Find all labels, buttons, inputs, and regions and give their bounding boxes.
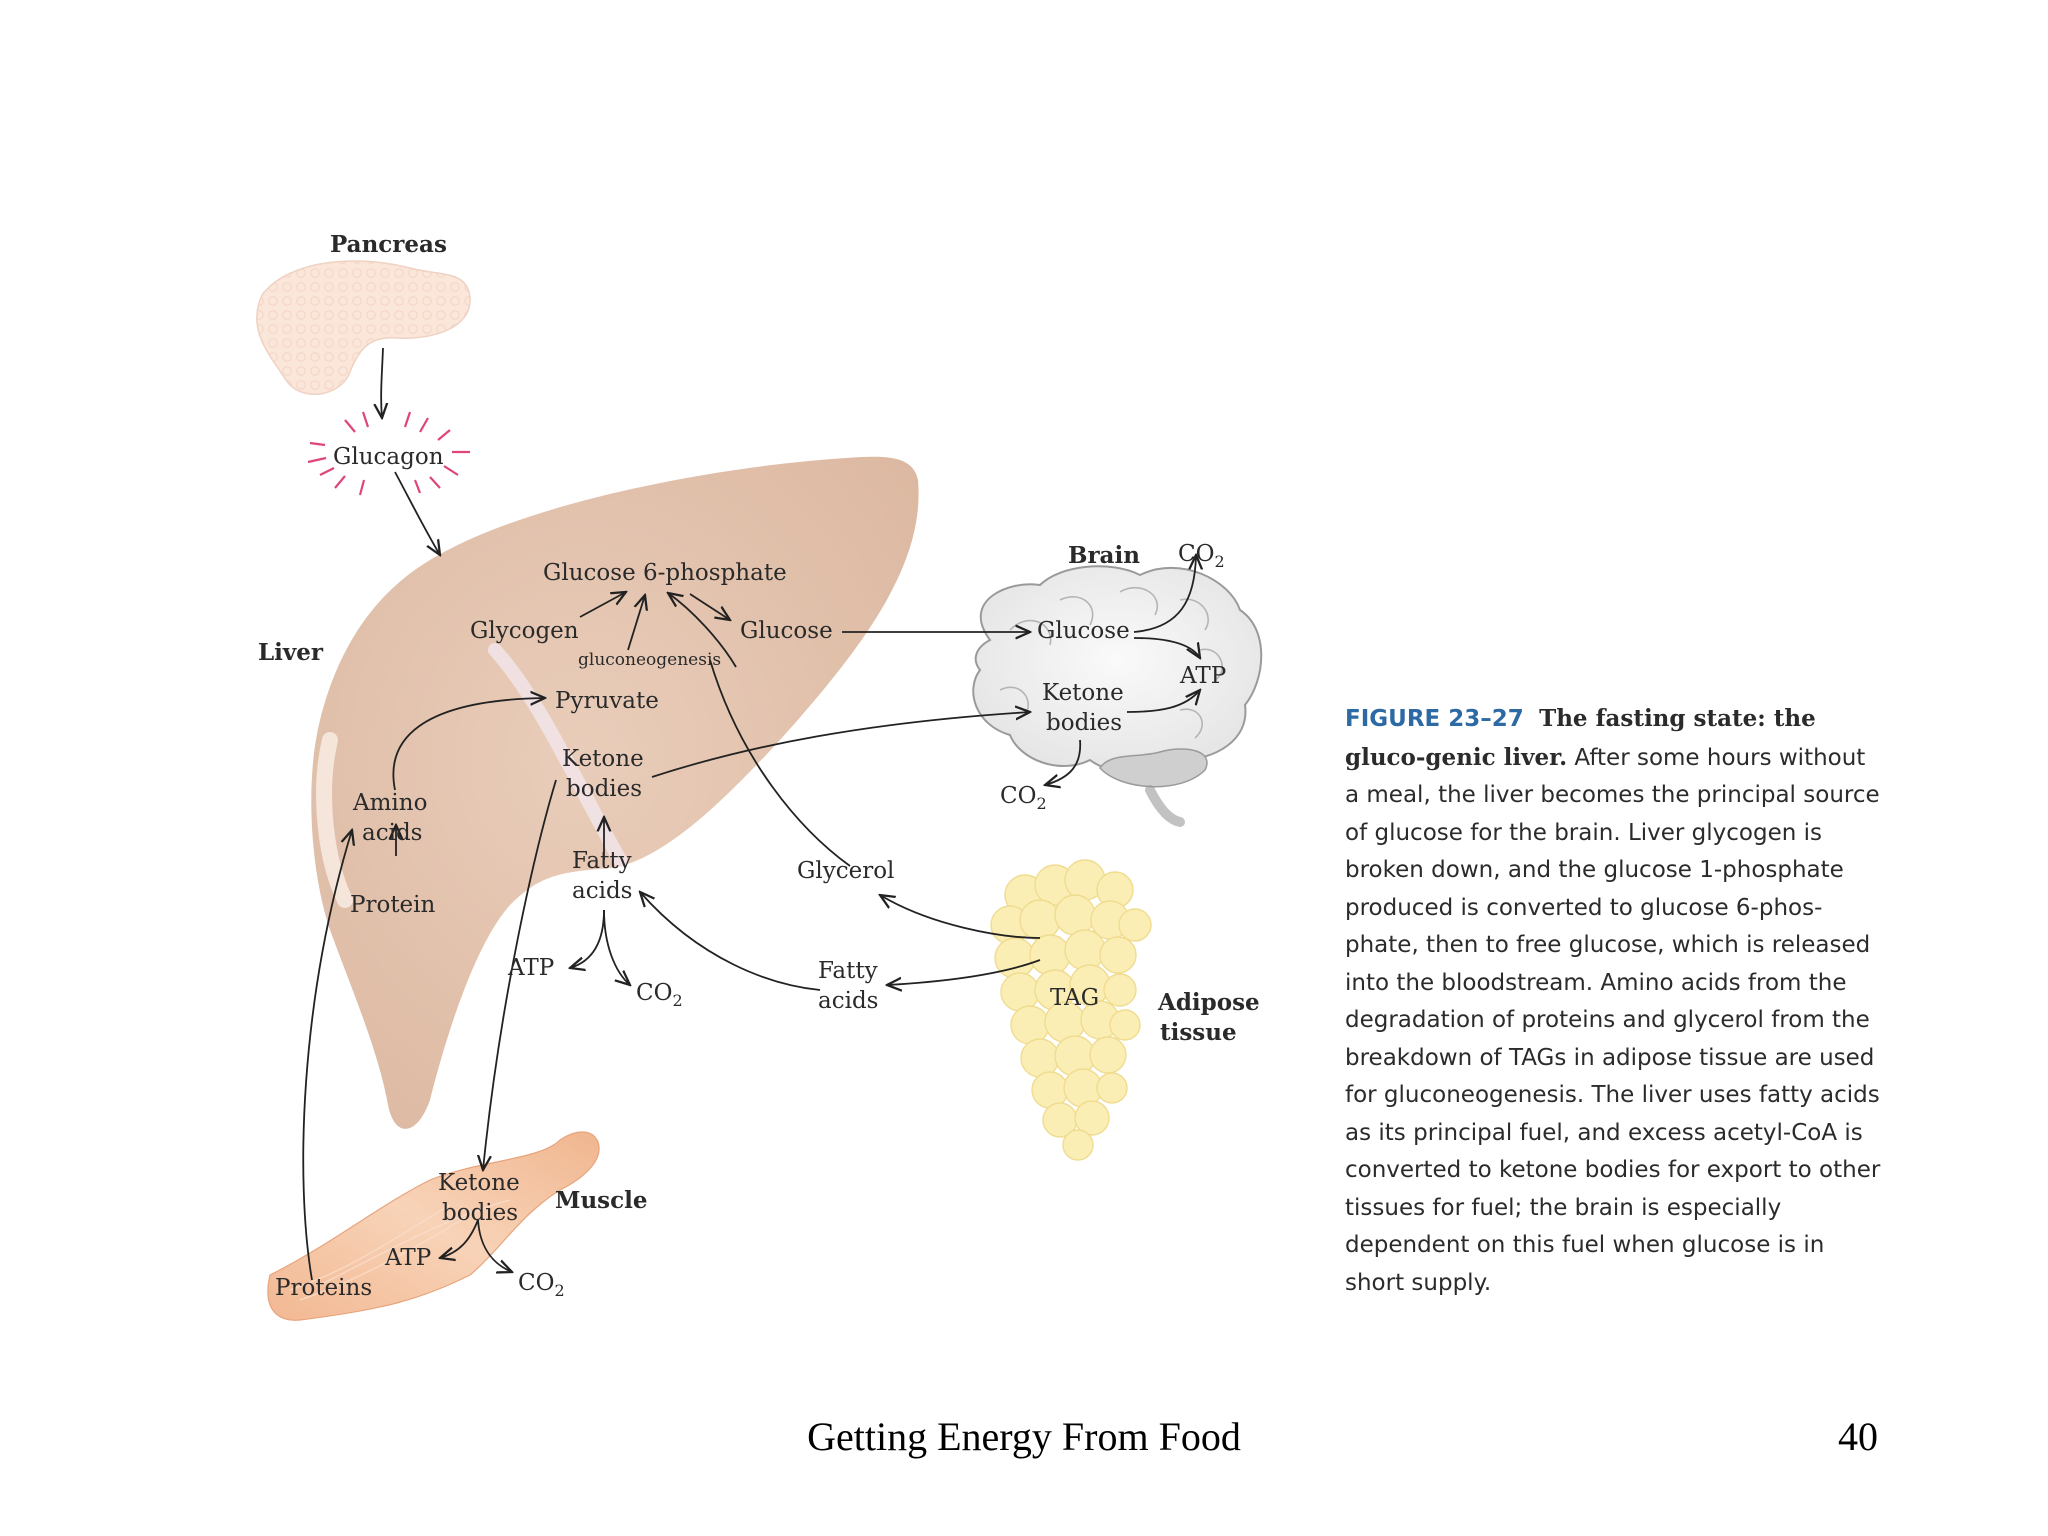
brain-organ xyxy=(972,565,1263,827)
glucose-brain-label: Glucose xyxy=(1037,618,1130,644)
ketone-bodies-brain-line1: Ketone xyxy=(1042,680,1124,706)
atp-brain-label: ATP xyxy=(1179,663,1226,689)
ketone-bodies-brain-line2: bodies xyxy=(1046,710,1122,736)
pyruvate-label: Pyruvate xyxy=(555,688,659,714)
brain-label: Brain xyxy=(1068,542,1140,569)
ketone-bodies-muscle-line1: Ketone xyxy=(438,1170,520,1196)
figure-title: The fasting state: the gluco-genic liver… xyxy=(1345,705,1816,771)
muscle-organ xyxy=(267,1131,600,1321)
ketone-bodies-liver-line1: Ketone xyxy=(562,746,644,772)
amino-acids-label-line1: Amino xyxy=(352,790,427,816)
adipose-label-line2: tissue xyxy=(1160,1019,1237,1046)
adipose-label-line1: Adipose xyxy=(1157,989,1260,1016)
slide-footer-title: Getting Energy From Food xyxy=(807,1414,1241,1459)
figure-number: FIGURE 23–27 xyxy=(1345,706,1524,732)
slide-page-number: 40 xyxy=(1838,1414,1878,1459)
co2-brain-bottom-label: CO2 xyxy=(1000,783,1047,813)
liver-label: Liver xyxy=(258,639,324,666)
amino-acids-label-line2: acids xyxy=(362,820,422,846)
fatty-acids-mid-line1: Fatty xyxy=(818,958,878,984)
co2-brain-top-label: CO2 xyxy=(1178,541,1225,571)
atp-liver-label: ATP xyxy=(507,955,554,981)
adipose-tissue-organ xyxy=(990,859,1152,1161)
atp-muscle-label: ATP xyxy=(384,1245,431,1271)
fatty-acids-liver-line2: acids xyxy=(572,878,632,904)
figure-caption: FIGURE 23–27 The fasting state: the gluc… xyxy=(1345,700,1885,1302)
gluconeogenesis-label: gluconeogenesis xyxy=(578,650,721,670)
fatty-acids-mid-line2: acids xyxy=(818,988,878,1014)
glucagon-label: Glucagon xyxy=(333,444,444,470)
glycerol-label: Glycerol xyxy=(797,858,894,884)
fatty-acids-liver-line1: Fatty xyxy=(572,848,632,874)
tag-label: TAG xyxy=(1050,985,1099,1011)
glucose-liver-label: Glucose xyxy=(740,618,833,644)
glycogen-label: Glycogen xyxy=(470,618,579,644)
co2-muscle-label: CO2 xyxy=(518,1270,565,1300)
pancreas-label: Pancreas xyxy=(330,231,447,258)
ketone-bodies-liver-line2: bodies xyxy=(566,776,642,802)
protein-label: Protein xyxy=(350,892,436,918)
figure-caption-text: After some hours without a meal, the liv… xyxy=(1345,744,1881,1296)
pancreas-organ xyxy=(256,260,471,395)
ketone-bodies-muscle-line2: bodies xyxy=(442,1200,518,1226)
proteins-label: Proteins xyxy=(275,1275,372,1301)
co2-liver-label: CO2 xyxy=(636,980,683,1010)
arrows xyxy=(302,347,1200,1281)
glucagon-burst xyxy=(307,411,470,496)
glucose-6-phosphate-label: Glucose 6-phosphate xyxy=(543,560,787,586)
muscle-label: Muscle xyxy=(555,1187,648,1214)
